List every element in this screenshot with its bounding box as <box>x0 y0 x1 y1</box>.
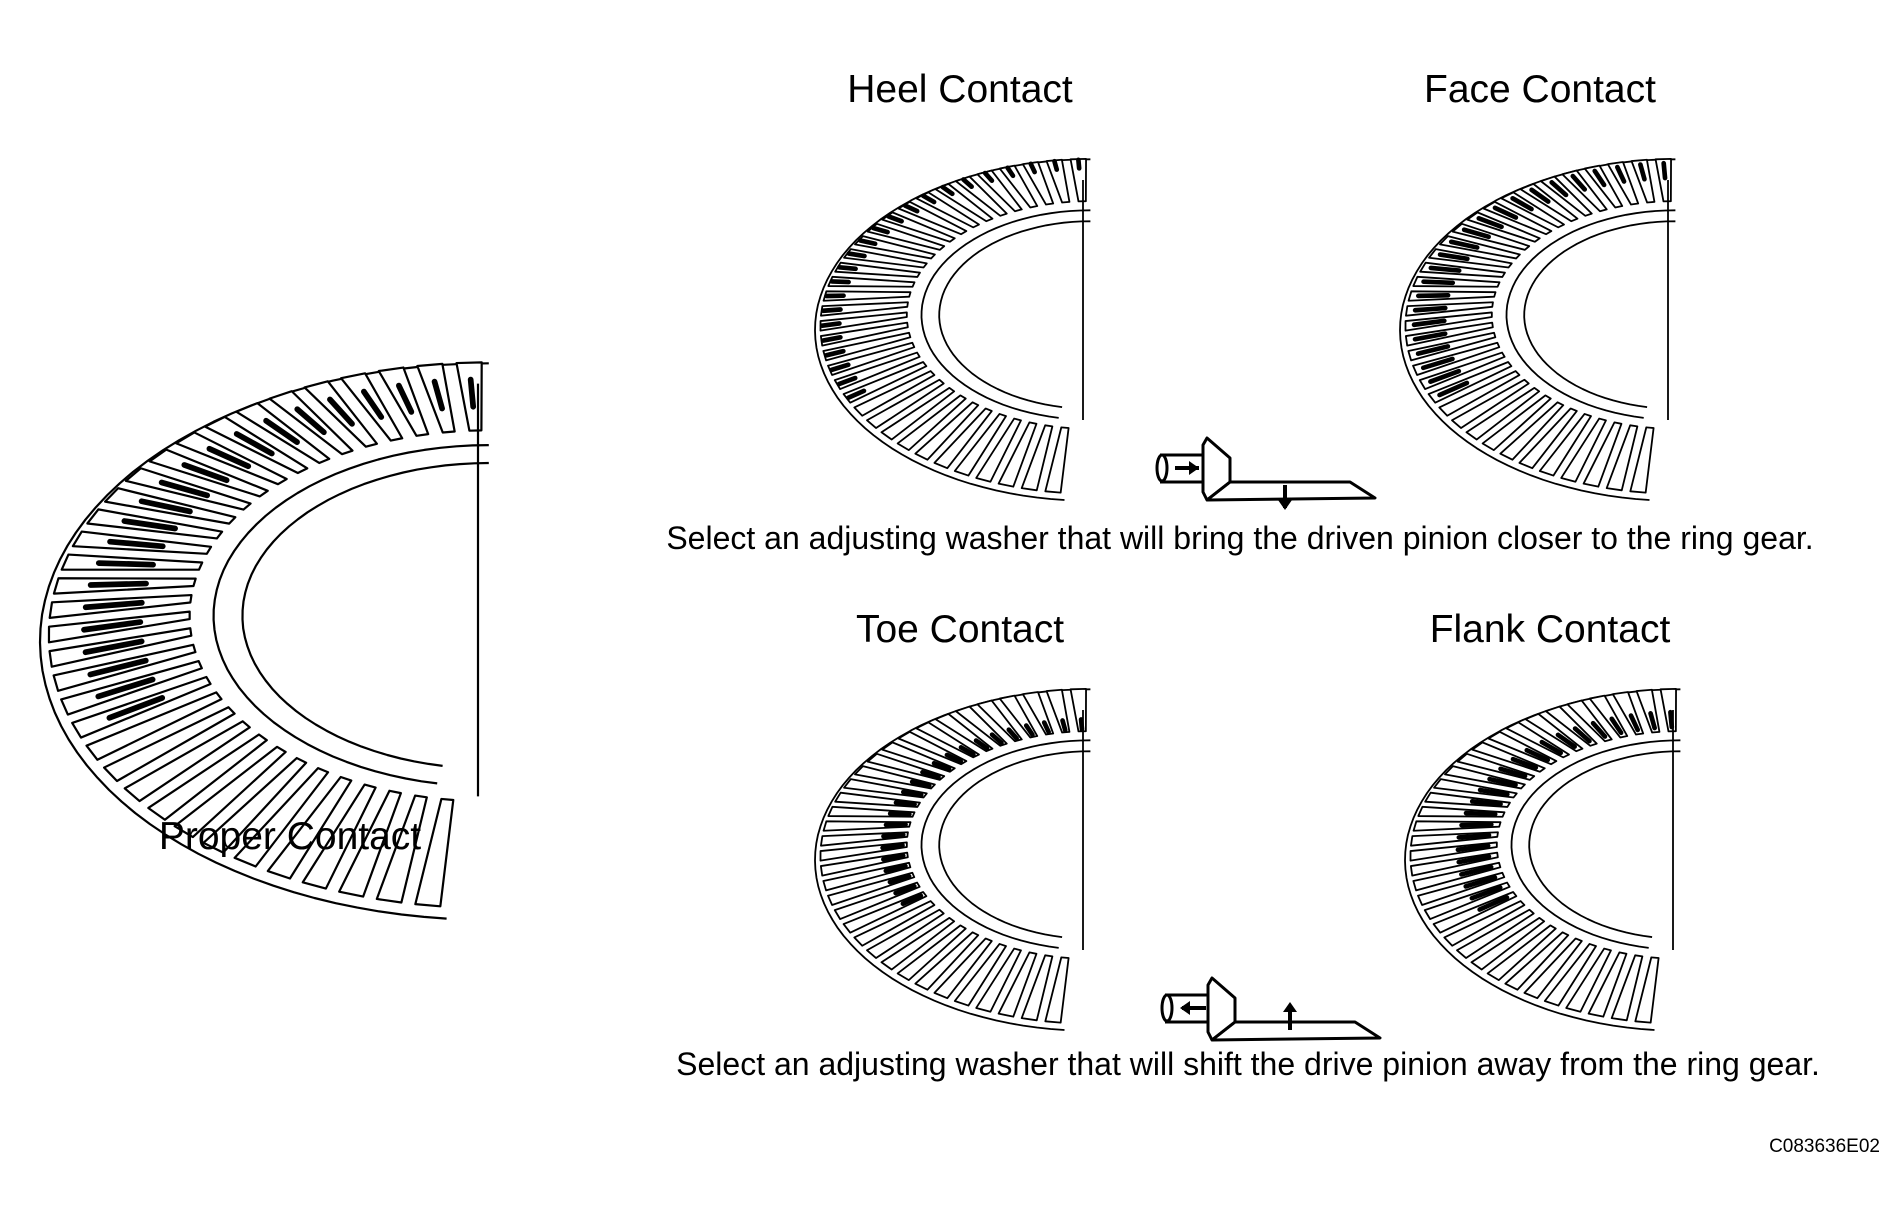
pinion-away-arrow-diagram <box>1160 976 1382 1042</box>
ring-gear-face-contact-illustration <box>1399 157 1676 501</box>
toe-contact-label: Toe Contact <box>855 608 1065 651</box>
ring-gear-toe-contact-illustration <box>814 687 1091 1031</box>
pinion-closer-arrow-diagram <box>1155 436 1377 510</box>
instruction-closer-text: Select an adjusting washer that will bri… <box>666 520 1814 556</box>
ring-gear-heel-contact-illustration <box>814 157 1091 501</box>
face-contact-label: Face Contact <box>1424 68 1656 111</box>
ring-gear-proper-contact-illustration <box>38 361 489 920</box>
figure-code: C083636E02 <box>1769 1136 1880 1157</box>
proper-contact-label: Proper Contact <box>158 815 422 858</box>
heel-contact-label: Heel Contact <box>847 68 1073 111</box>
instruction-away-text: Select an adjusting washer that will shi… <box>676 1046 1820 1082</box>
ring-gear-flank-contact-illustration <box>1404 687 1681 1031</box>
flank-contact-label: Flank Contact <box>1429 608 1671 651</box>
